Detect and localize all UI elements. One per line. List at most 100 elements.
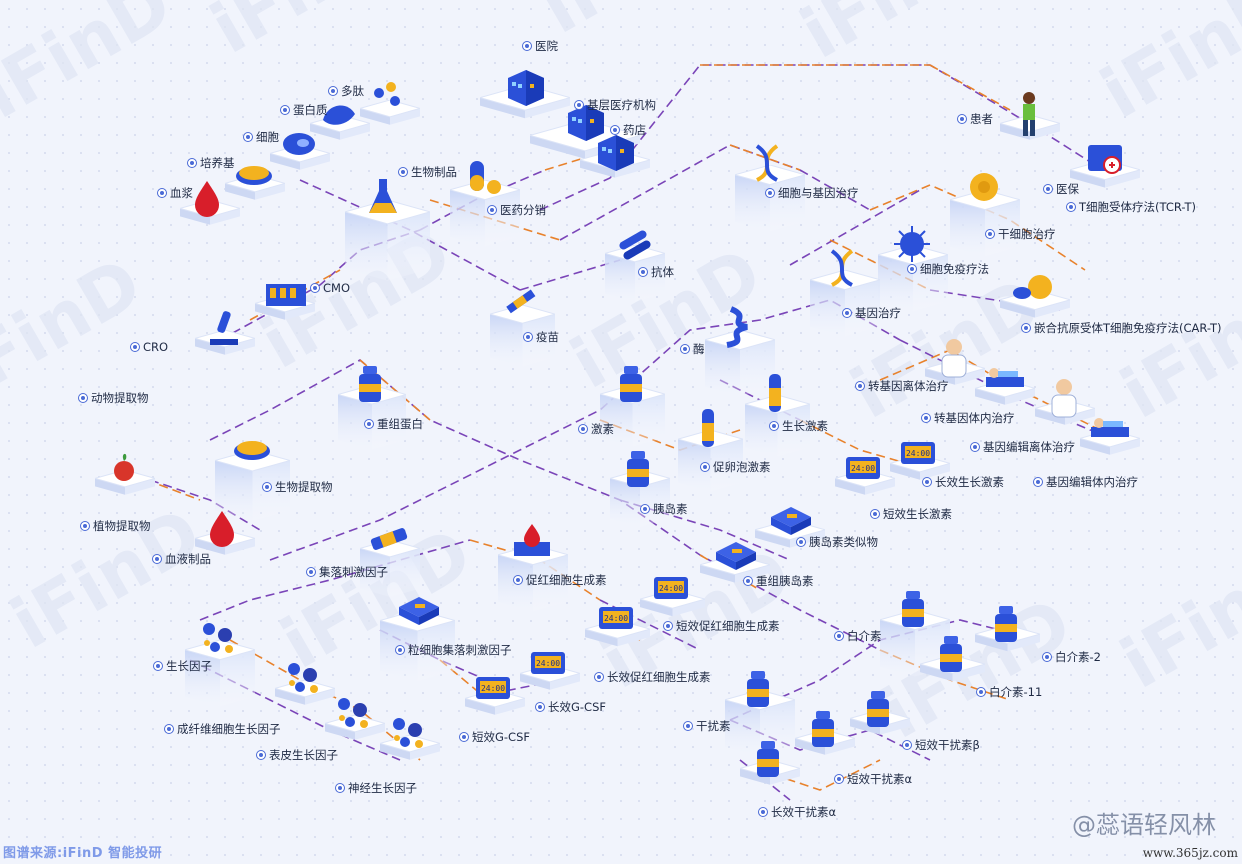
node-antibody[interactable]: 抗体: [638, 265, 674, 279]
node-plasma[interactable]: 血浆: [157, 186, 193, 200]
node-gcsf[interactable]: 粒细胞集落刺激因子: [395, 643, 512, 657]
node-short-epo[interactable]: 短效促红细胞生成素: [663, 619, 780, 633]
node-short-ifn-b[interactable]: 短效干扰素β: [902, 738, 980, 752]
node-peptide[interactable]: 多肽: [328, 84, 364, 98]
node-insurance[interactable]: 医保: [1043, 182, 1079, 196]
node-cell-gene[interactable]: 细胞与基因治疗: [765, 186, 859, 200]
platform-edit-invivo: [1078, 417, 1142, 463]
node-epo[interactable]: 促红细胞生成素: [513, 573, 607, 587]
node-label: 长效干扰素α: [771, 805, 837, 819]
molecule-icon: [332, 690, 378, 740]
node-primary-care[interactable]: 基层医疗机构: [574, 98, 656, 112]
node-marker-icon: [834, 631, 844, 641]
dna-icon: [747, 140, 793, 190]
platform-edit-exvivo: [1033, 378, 1097, 433]
node-long-gh[interactable]: 长效生长激素: [922, 475, 1004, 489]
platform-egf: [323, 697, 387, 748]
node-blood-products[interactable]: 血液制品: [152, 552, 211, 566]
platform-short-epo: 24:00: [638, 576, 707, 626]
node-marker-icon: [152, 554, 162, 564]
platform-cell-gene: [733, 144, 807, 232]
node-long-epo[interactable]: 长效促红细胞生成素: [594, 670, 711, 684]
node-invivo[interactable]: 转基因体内治疗: [921, 411, 1015, 425]
node-enzyme[interactable]: 酶: [680, 342, 705, 356]
peptide-icon: [367, 75, 413, 125]
node-marker-icon: [164, 724, 174, 734]
node-patient[interactable]: 患者: [957, 112, 993, 126]
node-animal-extract[interactable]: 动物提取物: [78, 391, 149, 405]
platform-patient: [998, 91, 1062, 148]
platform-il11: [918, 635, 987, 691]
node-marker-icon: [574, 100, 584, 110]
connector-13: [789, 189, 921, 266]
plant-icon: [102, 445, 148, 495]
node-insulin[interactable]: 胰岛素: [640, 502, 688, 516]
platform-hormone: [598, 365, 667, 447]
node-biologics[interactable]: 生物制品: [398, 165, 457, 179]
node-exvivo[interactable]: 转基因离体治疗: [855, 379, 949, 393]
clinic-building-icon: [562, 95, 608, 145]
node-car-t[interactable]: 嵌合抗原受体T细胞免疫疗法(CAR-T): [1021, 321, 1222, 335]
node-marker-icon: [683, 721, 693, 731]
node-vaccine[interactable]: 疫苗: [523, 330, 559, 344]
node-growth-hormone[interactable]: 生长激素: [769, 419, 828, 433]
node-egf[interactable]: 表皮生长因子: [256, 748, 338, 762]
node-short-gh[interactable]: 短效生长激素: [870, 507, 952, 521]
node-fsh[interactable]: 促卵泡激素: [700, 460, 771, 474]
node-label: 植物提取物: [93, 519, 151, 533]
node-label: 短效G-CSF: [472, 730, 531, 744]
node-cro[interactable]: CRO: [130, 340, 168, 354]
node-long-gcsf[interactable]: 长效G-CSF: [535, 700, 606, 714]
node-hormone[interactable]: 激素: [578, 422, 614, 436]
node-label: 神经生长因子: [348, 781, 417, 795]
node-immunotherapy[interactable]: 细胞免疫疗法: [907, 262, 989, 276]
node-csf[interactable]: 集落刺激因子: [306, 565, 388, 579]
node-label: 促卵泡激素: [713, 460, 771, 474]
node-il11[interactable]: 白介素-11: [976, 685, 1042, 699]
node-edit-invivo[interactable]: 基因编辑体内治疗: [1033, 475, 1138, 489]
node-marker-icon: [487, 205, 497, 215]
node-growth-factor[interactable]: 生长因子: [153, 659, 212, 673]
node-recombinant-insulin[interactable]: 重组胰岛素: [743, 574, 814, 588]
node-stem-cell[interactable]: 干细胞治疗: [985, 227, 1056, 241]
node-fgf[interactable]: 成纤维细胞生长因子: [164, 722, 281, 736]
node-tcr-t[interactable]: T细胞受体疗法(TCR-T): [1066, 200, 1196, 214]
node-medium[interactable]: 培养基: [187, 156, 235, 170]
node-label: 表皮生长因子: [269, 748, 338, 762]
node-distribution[interactable]: 医药分销: [487, 203, 546, 217]
node-short-ifn-a[interactable]: 短效干扰素α: [834, 772, 912, 786]
node-protein[interactable]: 蛋白质: [280, 103, 328, 117]
node-gene-therapy[interactable]: 基因治疗: [842, 306, 901, 320]
node-pharmacy[interactable]: 药店: [610, 123, 646, 137]
protein-icon: [317, 90, 363, 140]
node-plant-extract[interactable]: 植物提取物: [80, 519, 151, 533]
molecule-icon: [197, 615, 243, 665]
node-cmo[interactable]: CMO: [310, 281, 350, 295]
node-edit-exvivo[interactable]: 基因编辑离体治疗: [970, 440, 1075, 454]
node-long-ifn-a[interactable]: 长效干扰素α: [758, 805, 836, 819]
node-cell[interactable]: 细胞: [243, 130, 279, 144]
node-recombinant-protein[interactable]: 重组蛋白: [364, 417, 423, 431]
node-label: 成纤维细胞生长因子: [177, 722, 281, 736]
node-ngf[interactable]: 神经生长因子: [335, 781, 417, 795]
node-short-gcsf[interactable]: 短效G-CSF: [459, 730, 530, 744]
node-marker-icon: [310, 283, 320, 293]
bottle-icon: [930, 630, 976, 680]
node-hospital[interactable]: 医院: [522, 39, 558, 53]
node-il2[interactable]: 白介素-2: [1042, 650, 1101, 664]
platform-recombinant-insulin: [698, 541, 772, 594]
node-insulin-analog[interactable]: 胰岛素类似物: [796, 535, 878, 549]
node-label: 基因治疗: [855, 306, 901, 320]
node-label: 转基因体内治疗: [934, 411, 1015, 425]
node-label: 重组胰岛素: [756, 574, 814, 588]
connector-9: [729, 144, 801, 171]
bed-icon: [982, 355, 1028, 405]
credit-url: www.365jz.com: [1142, 846, 1238, 860]
platform-blood-products: [193, 510, 257, 563]
node-label: 短效促红细胞生成素: [676, 619, 780, 633]
node-marker-icon: [522, 41, 532, 51]
node-interferon[interactable]: 干扰素: [683, 719, 731, 733]
connector-18: [209, 359, 881, 651]
node-bio-extract[interactable]: 生物提取物: [262, 480, 333, 494]
node-interleukin[interactable]: 白介素: [834, 629, 882, 643]
